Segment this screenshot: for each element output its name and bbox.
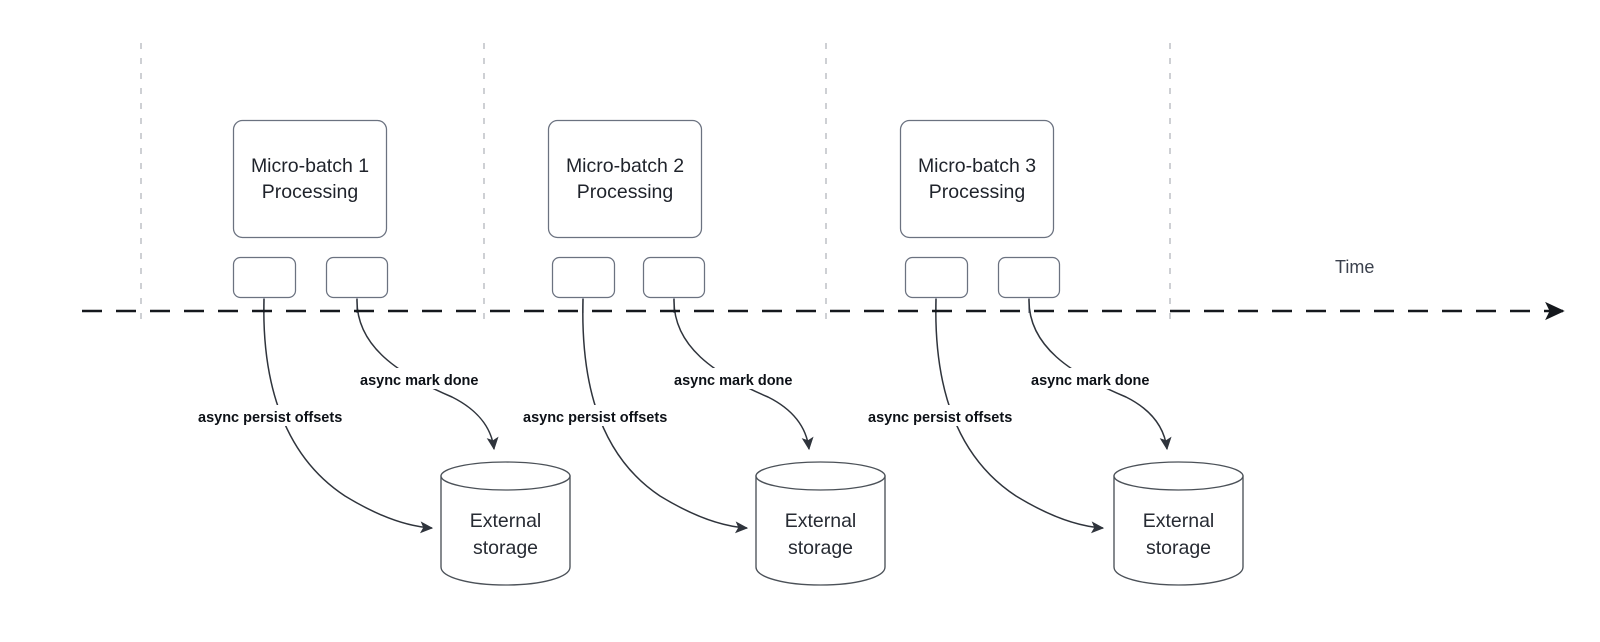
arrow-persist-offsets-3 bbox=[935, 298, 1105, 534]
edge-label-persist-offsets-2: async persist offsets bbox=[523, 410, 667, 426]
external-storage-3-label-line2: storage bbox=[1146, 537, 1211, 559]
edge-label-mark-done-2-bg bbox=[672, 368, 814, 389]
task-box-3a[interactable] bbox=[904, 256, 969, 299]
micro-batch-3-label-line1: Micro-batch 3 bbox=[918, 155, 1036, 177]
arrow-mark-done-1 bbox=[356, 298, 499, 451]
task-box-1a[interactable] bbox=[232, 256, 297, 299]
micro-batch-1-box[interactable] bbox=[232, 119, 388, 239]
edge-label-persist-offsets-1-bg bbox=[196, 405, 374, 426]
external-storage-3[interactable]: External storage bbox=[1113, 461, 1244, 586]
task-box-2b[interactable] bbox=[642, 256, 706, 299]
edge-label-persist-offsets-3: async persist offsets bbox=[868, 410, 1012, 426]
external-storage-1[interactable]: External storage bbox=[440, 461, 571, 586]
external-storage-2-label-line2: storage bbox=[788, 537, 853, 559]
micro-batch-3-label-line2: Processing bbox=[929, 181, 1025, 203]
edge-label-mark-done-2: async mark done bbox=[674, 373, 792, 389]
group-2: Micro-batch 2 Processing External storag… bbox=[521, 119, 886, 586]
external-storage-1-top bbox=[440, 461, 571, 491]
external-storage-3-top bbox=[1113, 461, 1244, 491]
task-box-2a[interactable] bbox=[551, 256, 616, 299]
edge-label-mark-done-3-group: async mark done bbox=[1029, 368, 1171, 389]
flow-arrows bbox=[263, 298, 1172, 534]
micro-batch-2-label-line2: Processing bbox=[577, 181, 673, 203]
timeline-boundary-rules bbox=[140, 43, 1171, 322]
task-box-1b[interactable] bbox=[325, 256, 389, 299]
task-box-3b[interactable] bbox=[997, 256, 1061, 299]
external-storage-1-label-line2: storage bbox=[473, 537, 538, 559]
external-storage-3-body bbox=[1113, 475, 1244, 586]
micro-batch-1-label-line1: Micro-batch 1 bbox=[251, 155, 369, 177]
external-storage-2-body bbox=[755, 475, 886, 586]
edge-label-persist-offsets-1-group: async persist offsets bbox=[196, 405, 374, 426]
edge-label-persist-offsets-3-group: async persist offsets bbox=[866, 405, 1044, 426]
group-3: Micro-batch 3 Processing External storag… bbox=[866, 119, 1244, 586]
arrow-persist-offsets-2 bbox=[582, 298, 749, 534]
external-storage-1-body bbox=[440, 475, 571, 586]
edge-label-persist-offsets-2-group: async persist offsets bbox=[521, 405, 699, 426]
external-storage-1-label-line1: External bbox=[470, 510, 542, 532]
micro-batch-2-box[interactable] bbox=[547, 119, 703, 239]
edge-label-persist-offsets-3-bg bbox=[866, 405, 1044, 426]
external-storage-2-label-line1: External bbox=[785, 510, 857, 532]
arrow-mark-done-3 bbox=[1028, 298, 1172, 451]
edge-label-mark-done-1-bg bbox=[358, 368, 500, 389]
timeline-axis-label: Time bbox=[1335, 257, 1374, 277]
arrow-mark-done-2 bbox=[673, 298, 814, 451]
external-storage-2[interactable]: External storage bbox=[755, 461, 886, 586]
timeline-axis: Time bbox=[82, 257, 1565, 321]
arrow-persist-offsets-1 bbox=[263, 298, 434, 534]
edge-label-persist-offsets-1: async persist offsets bbox=[198, 410, 342, 426]
external-storage-2-top bbox=[755, 461, 886, 491]
group-1: Micro-batch 1 Processing External storag… bbox=[196, 119, 571, 586]
micro-batch-3-box[interactable] bbox=[899, 119, 1055, 239]
micro-batch-1-label-line2: Processing bbox=[262, 181, 358, 203]
edge-label-mark-done-3-bg bbox=[1029, 368, 1171, 389]
edge-label-mark-done-1-group: async mark done bbox=[358, 368, 500, 389]
edge-label-mark-done-1: async mark done bbox=[360, 373, 478, 389]
edge-label-mark-done-3: async mark done bbox=[1031, 373, 1149, 389]
edge-label-mark-done-2-group: async mark done bbox=[672, 368, 814, 389]
external-storage-3-label-line1: External bbox=[1143, 510, 1215, 532]
edge-label-persist-offsets-2-bg bbox=[521, 405, 699, 426]
micro-batch-2-label-line1: Micro-batch 2 bbox=[566, 155, 684, 177]
